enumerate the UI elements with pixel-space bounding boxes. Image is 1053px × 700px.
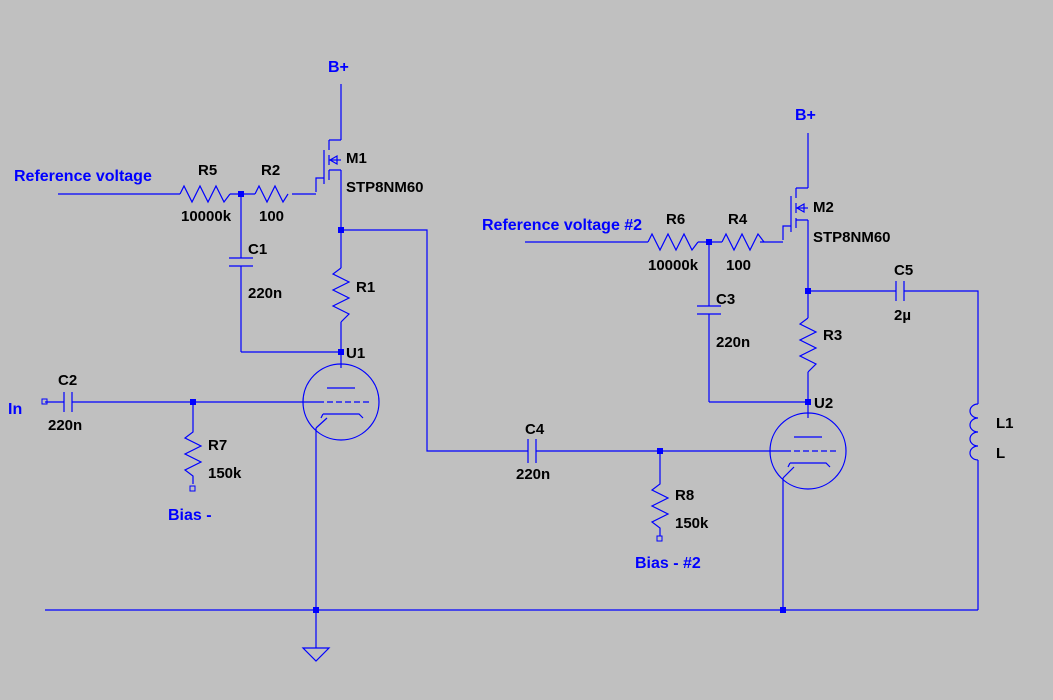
- net-label-reference-voltage: Reference voltage: [14, 168, 152, 185]
- label-c3-value: 220n: [716, 334, 750, 351]
- label-c2-name: C2: [58, 372, 77, 389]
- capacitor-c2: [63, 392, 76, 412]
- capacitor-c1: [229, 257, 253, 272]
- bias-pin-2: [656, 535, 663, 542]
- label-m1-value: STP8NM60: [346, 179, 424, 196]
- net-label-bias-2: Bias - #2: [635, 555, 701, 572]
- label-r5-value: 10000k: [181, 208, 232, 225]
- label-r7-value: 150k: [208, 465, 242, 482]
- label-r8-value: 150k: [675, 515, 709, 532]
- label-l1-value: L: [996, 445, 1005, 462]
- label-r4-name: R4: [728, 211, 748, 228]
- label-m2-value: STP8NM60: [813, 229, 891, 246]
- tube-u1: [302, 363, 380, 441]
- resistor-r5: [179, 184, 231, 204]
- label-r7-name: R7: [208, 437, 227, 454]
- label-c5-name: C5: [894, 262, 913, 279]
- label-r2-name: R2: [261, 162, 280, 179]
- resistor-r7: [183, 424, 203, 484]
- net-label-bplus-1: B+: [328, 59, 349, 76]
- input-pin: [41, 398, 48, 405]
- label-m2-name: M2: [813, 199, 834, 216]
- label-m1-name: M1: [346, 150, 367, 167]
- resistor-r3: [798, 317, 818, 373]
- mosfet-m1: [315, 139, 341, 192]
- label-c4-name: C4: [525, 421, 545, 438]
- resistor-r6: [647, 232, 699, 252]
- net-label-reference-voltage-2: Reference voltage #2: [482, 217, 642, 234]
- capacitor-c5: [895, 281, 910, 301]
- capacitor-c4: [527, 439, 542, 463]
- label-c1-value: 220n: [248, 285, 282, 302]
- label-r3-name: R3: [823, 327, 842, 344]
- net-label-bias-1: Bias -: [168, 507, 212, 524]
- capacitor-c3: [697, 305, 721, 320]
- label-r8-name: R8: [675, 487, 694, 504]
- label-r4-value: 100: [726, 257, 751, 274]
- label-u1-name: U1: [346, 345, 365, 362]
- label-c1-name: C1: [248, 241, 267, 258]
- resistor-r2: [254, 184, 289, 204]
- label-l1-name: L1: [996, 415, 1014, 432]
- tube-u2: [769, 412, 847, 490]
- resistor-r4: [721, 232, 765, 252]
- label-r1-name: R1: [356, 279, 375, 296]
- label-c2-value: 220n: [48, 417, 82, 434]
- junctions: [190, 191, 811, 613]
- resistor-r1: [331, 267, 351, 323]
- label-r6-name: R6: [666, 211, 685, 228]
- mosfet-m2: [782, 187, 808, 240]
- label-u2-name: U2: [814, 395, 833, 412]
- inductor-l1: [969, 390, 979, 461]
- resistor-r8: [650, 476, 670, 536]
- bias-pin-1: [189, 485, 196, 492]
- label-c3-name: C3: [716, 291, 735, 308]
- label-r5-name: R5: [198, 162, 217, 179]
- net-label-input: In: [8, 401, 22, 418]
- label-r6-value: 10000k: [648, 257, 699, 274]
- label-c4-value: 220n: [516, 466, 550, 483]
- label-r2-value: 100: [259, 208, 284, 225]
- wires: [45, 84, 979, 648]
- label-c5-value: 2µ: [894, 307, 911, 324]
- ground-icon: [301, 647, 331, 662]
- net-label-bplus-2: B+: [795, 107, 816, 124]
